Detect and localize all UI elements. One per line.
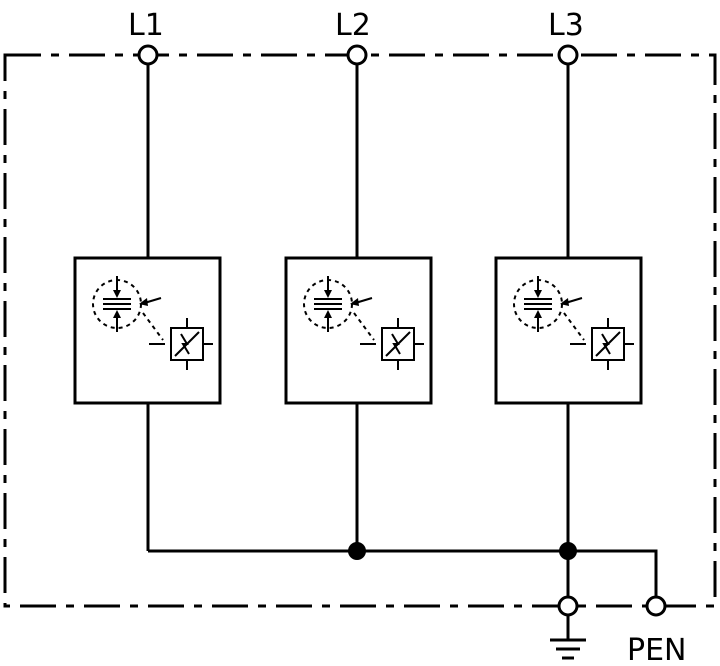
terminal-l1 [137, 44, 159, 66]
terminal-earth [557, 595, 579, 617]
terminal-l3 [557, 44, 579, 66]
fuse-icon [570, 318, 634, 370]
fuse-icon [360, 318, 424, 370]
earth-ground-icon [550, 615, 586, 660]
spark-gap-icon [513, 276, 585, 341]
terminal-pen [645, 595, 667, 617]
junction-dot-l2 [348, 542, 366, 560]
module-l3 [494, 256, 643, 405]
fuse-icon [149, 318, 213, 370]
pen-label: PEN [627, 633, 687, 666]
spark-gap-icon [303, 276, 375, 341]
terminal-label-l3: L3 [548, 8, 584, 43]
terminal-label-l1: L1 [128, 8, 164, 43]
module-l1 [73, 256, 222, 405]
common-bus-wire [148, 549, 658, 606]
terminal-label-l2: L2 [335, 8, 371, 43]
module-l2 [284, 256, 433, 405]
junction-dot-l3 [559, 542, 577, 560]
terminal-l2 [346, 44, 368, 66]
spark-gap-icon [92, 276, 164, 341]
